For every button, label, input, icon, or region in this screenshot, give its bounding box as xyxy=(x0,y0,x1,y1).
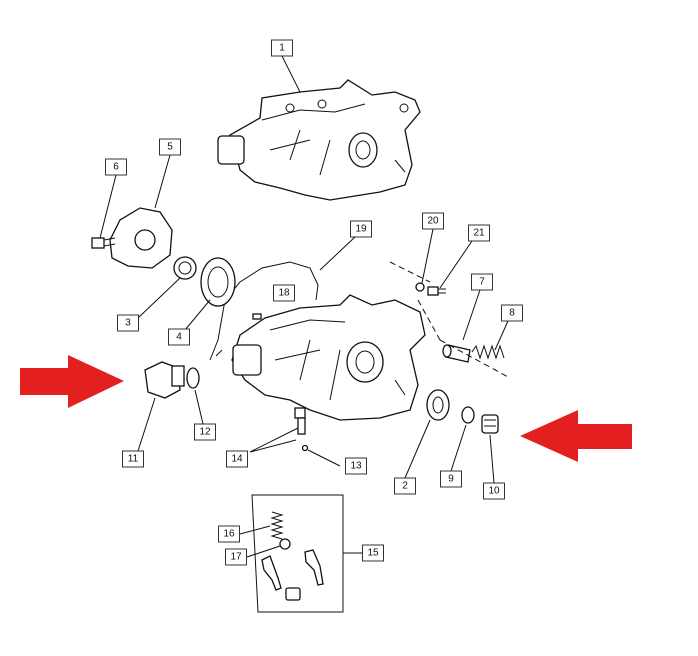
callout-4: 4 xyxy=(168,328,190,346)
callout-10: 10 xyxy=(483,482,505,500)
left-red-arrow xyxy=(20,355,124,408)
callout-2: 2 xyxy=(394,477,416,495)
callout-13: 13 xyxy=(345,457,367,475)
callout-20: 20 xyxy=(422,212,444,230)
gasket-part xyxy=(209,261,319,361)
clip-part xyxy=(261,555,282,591)
callout-21: 21 xyxy=(468,224,490,242)
ball-part xyxy=(279,538,291,550)
bolt-part xyxy=(91,237,116,249)
callout-19: 19 xyxy=(350,220,372,238)
callout-15: 15 xyxy=(362,544,384,562)
callout-7: 7 xyxy=(471,273,493,291)
callout-11: 11 xyxy=(122,450,144,468)
callout-18: 18 xyxy=(273,284,295,302)
callout-1: 1 xyxy=(271,39,293,57)
right-red-arrow xyxy=(520,410,632,462)
spring-part xyxy=(270,511,284,540)
leader-lines xyxy=(99,55,509,558)
oil-pump-body-part xyxy=(231,294,426,421)
oil-pump-assembly-part xyxy=(217,79,421,201)
washer-part xyxy=(186,367,200,389)
plug-part xyxy=(481,414,499,434)
callout-3: 3 xyxy=(117,314,139,332)
dowel-pin-part xyxy=(252,313,262,320)
oil-seal-part xyxy=(426,389,450,421)
drain-plug-part xyxy=(144,361,185,399)
kit-frame xyxy=(251,494,362,613)
screw-part xyxy=(427,286,446,296)
clip-part xyxy=(304,549,324,586)
spring-part xyxy=(471,344,505,360)
retainer-part xyxy=(285,587,301,601)
washer-part xyxy=(415,282,425,292)
outer-gear-part xyxy=(200,257,236,307)
relief-valve-part xyxy=(442,344,471,363)
valve-pin-part xyxy=(297,417,309,452)
callout-8: 8 xyxy=(501,304,523,322)
seal-ring-part xyxy=(461,406,475,424)
callout-9: 9 xyxy=(440,470,462,488)
callout-5: 5 xyxy=(159,138,181,156)
callout-16: 16 xyxy=(218,525,240,543)
callout-17: 17 xyxy=(225,548,247,566)
inner-gear-part xyxy=(173,256,197,280)
callout-14: 14 xyxy=(226,450,248,468)
callout-12: 12 xyxy=(194,423,216,441)
callout-6: 6 xyxy=(105,158,127,176)
